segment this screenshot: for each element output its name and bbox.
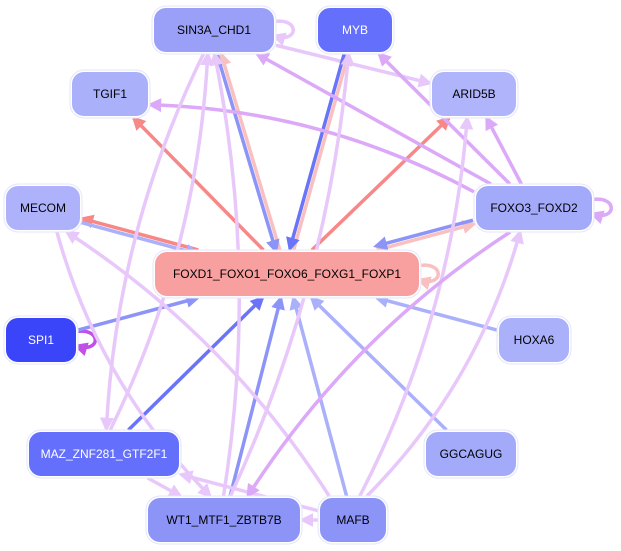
edge-foxo3_foxd2-to-tgif1: [147, 98, 475, 194]
edge-foxo3_foxd2-to-arid5b: [485, 115, 523, 185]
edge-myb-to-foxd1_foxo1_foxo6_foxg1_foxp1: [286, 52, 347, 252]
node-foxd1-foxo1-foxo6-foxg1-foxp1[interactable]: FOXD1_FOXO1_FOXO6_FOXG1_FOXP1: [152, 249, 422, 299]
node-label: TGIF1: [93, 87, 127, 101]
edge-sin3a_chd1-to-foxd1_foxo1_foxo6_foxg1_foxp1: [215, 54, 280, 254]
edge-foxo3_foxd2-to-myb: [377, 52, 512, 186]
edge-mecom-to-wt1_mtf1_zbtb7b: [55, 231, 213, 498]
node-hoxa6[interactable]: HOXA6: [496, 315, 572, 365]
node-box[interactable]: [318, 8, 392, 52]
node-box[interactable]: [6, 186, 80, 230]
node-wt1-mtf1-zbtb7b[interactable]: WT1_MTF1_ZBTB7B: [145, 495, 303, 545]
node-foxo3-foxd2[interactable]: FOXO3_FOXD2: [473, 183, 595, 233]
edge-mafb-to-arid5b: [358, 115, 474, 497]
node-label: MYB: [342, 23, 368, 37]
edge-foxo3_foxd2-to-foxo3_foxd2: [589, 197, 613, 224]
node-label: ARID5B: [452, 87, 495, 101]
edge-ggcagug-to-foxd1_foxo1_foxo6_foxg1_foxp1: [309, 296, 448, 432]
edge-foxo3_foxd2-to-foxd1_foxo1_foxo6_foxg1_foxp1: [373, 218, 474, 251]
node-mafb[interactable]: MAFB: [317, 495, 389, 545]
edge-spi1-to-spi1: [73, 329, 97, 356]
node-box[interactable]: [320, 498, 386, 542]
node-box[interactable]: [432, 72, 516, 116]
edge-foxd1_foxo1_foxo6_foxg1_foxp1-to-tgif1: [131, 116, 265, 252]
edge-maz_znf281_gtf2f1-to-sin3a_chd1: [108, 51, 215, 431]
edge-foxd1_foxo1_foxo6_foxg1_foxp1-to-foxd1_foxo1_foxo6_foxg1_foxp1: [416, 263, 440, 290]
node-myb[interactable]: MYB: [315, 5, 395, 55]
node-box[interactable]: [6, 318, 76, 362]
node-label: FOXD1_FOXO1_FOXO6_FOXG1_FOXP1: [173, 267, 401, 281]
node-arid5b[interactable]: ARID5B: [429, 69, 519, 119]
node-spi1[interactable]: SPI1: [3, 315, 79, 365]
node-mecom[interactable]: MECOM: [3, 183, 83, 233]
edge-foxo3_foxd2-to-sin3a_chd1: [254, 52, 492, 186]
edge-hoxa6-to-foxd1_foxo1_foxo6_foxg1_foxp1: [374, 294, 498, 332]
edge-mafb-to-mecom: [64, 230, 331, 497]
node-label: MAZ_ZNF281_GTF2F1: [41, 447, 168, 461]
node-box[interactable]: [426, 432, 516, 476]
node-label: SIN3A_CHD1: [177, 23, 251, 37]
edge-foxo3_foxd2-to-wt1_mtf1_zbtb7b: [246, 230, 512, 499]
node-box[interactable]: [155, 252, 419, 296]
node-sin3a-chd1[interactable]: SIN3A_CHD1: [151, 5, 277, 55]
node-box[interactable]: [154, 8, 274, 52]
edge-foxd1_foxo1_foxo6_foxg1_foxp1-to-sin3a_chd1: [217, 51, 282, 251]
node-box[interactable]: [72, 72, 148, 116]
node-label: HOXA6: [514, 333, 555, 347]
node-box[interactable]: [29, 432, 179, 476]
edge-foxd1_foxo1_foxo6_foxg1_foxp1-to-myb: [292, 51, 353, 251]
node-box[interactable]: [476, 186, 592, 230]
node-box[interactable]: [148, 498, 300, 542]
edge-sin3a_chd1-to-sin3a_chd1: [271, 19, 295, 46]
nodes-layer: SIN3A_CHD1 MYB TGIF1 ARID5B MECOM FOXO3_FOXD2…: [3, 5, 595, 545]
edge-maz_znf281_gtf2f1-to-wt1_mtf1_zbtb7b: [146, 476, 183, 498]
edge-sin3a_chd1-to-maz_znf281_gtf2f1: [99, 52, 206, 432]
node-tgif1[interactable]: TGIF1: [69, 69, 151, 119]
node-label: SPI1: [28, 333, 54, 347]
node-label: MAFB: [336, 513, 369, 527]
node-ggcagug[interactable]: GGCAGUG: [423, 429, 519, 479]
edge-maz_znf281_gtf2f1-to-foxd1_foxo1_foxo6_foxg1_foxp1: [127, 296, 265, 432]
edge-spi1-to-foxd1_foxo1_foxo6_foxg1_foxp1: [77, 294, 201, 332]
node-label: FOXO3_FOXD2: [490, 201, 578, 215]
node-box[interactable]: [499, 318, 569, 362]
node-label: GGCAGUG: [440, 447, 503, 461]
edge-foxd1_foxo1_foxo6_foxg1_foxp1-to-foxo3_foxd2: [376, 220, 477, 252]
node-maz-znf281-gtf2f1[interactable]: MAZ_ZNF281_GTF2F1: [26, 429, 182, 479]
node-label: MECOM: [20, 201, 66, 215]
edge-mafb-to-foxo3_foxd2: [365, 229, 524, 498]
node-label: WT1_MTF1_ZBTB7B: [166, 513, 281, 527]
edge-foxd1_foxo1_foxo6_foxg1_foxp1-to-arid5b: [310, 116, 452, 252]
